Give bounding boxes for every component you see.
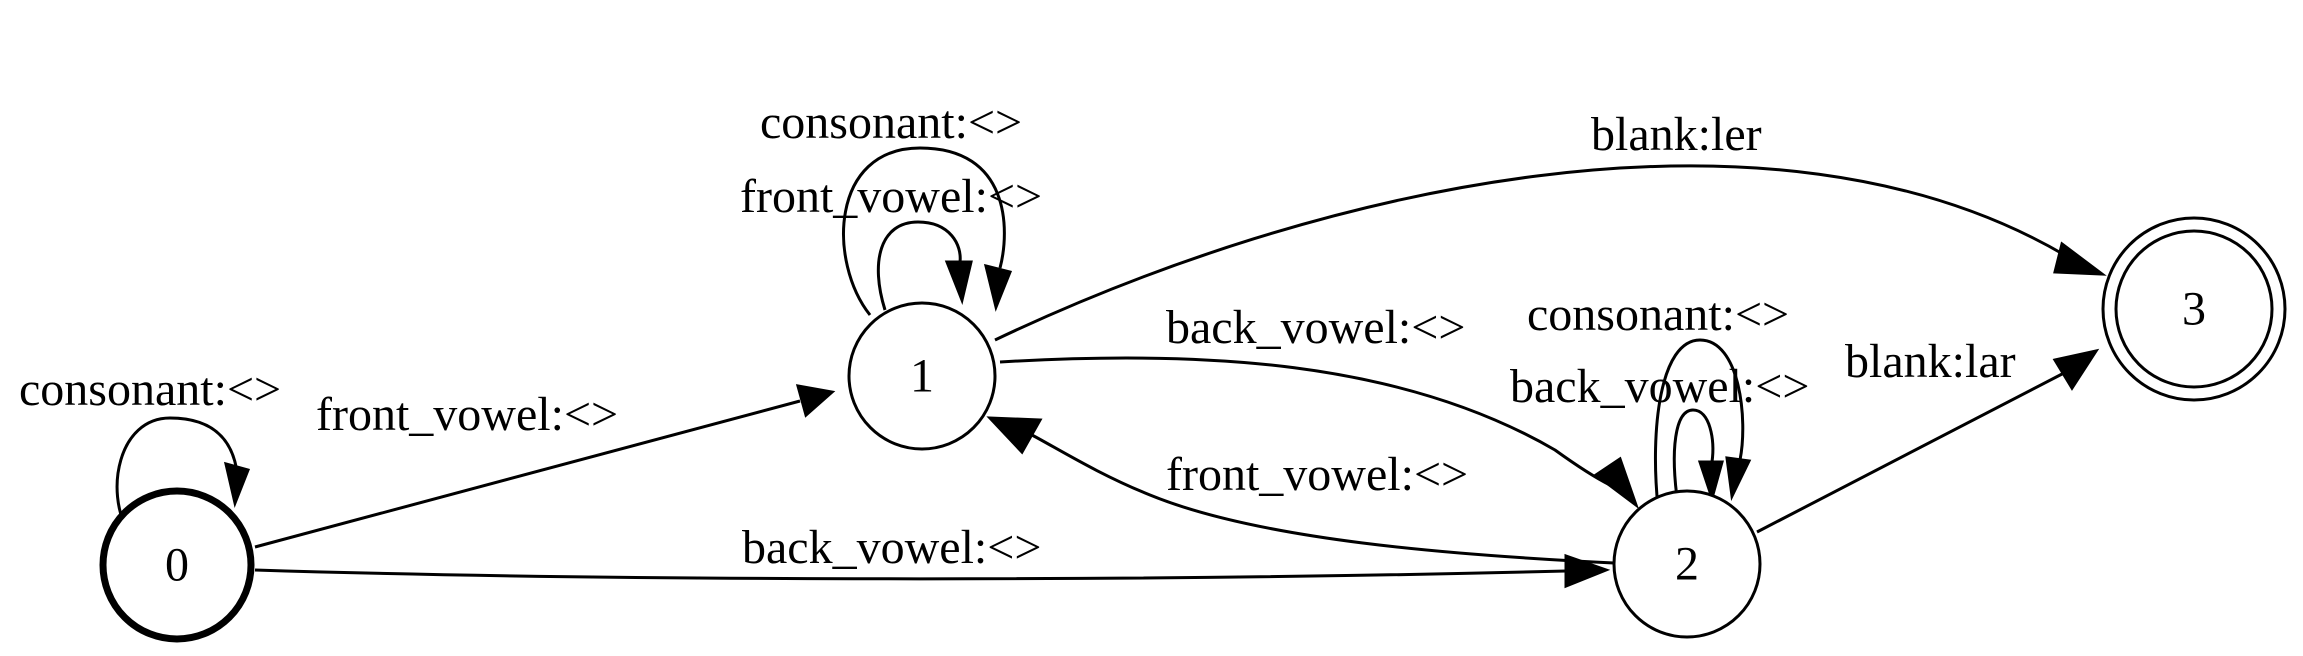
state-label: 2	[1675, 538, 1699, 591]
edge-label: consonant:<>	[760, 96, 1022, 149]
edge-2-1-front-vowel: front_vowel:<>	[986, 416, 1615, 565]
edge-1-1-front-vowel: front_vowel:<>	[740, 170, 1042, 311]
edge-1-2-back-vowel: back_vowel:<>	[999, 301, 1640, 510]
edge-label: back_vowel:<>	[1166, 301, 1465, 354]
edge-label: front_vowel:<>	[316, 388, 618, 441]
edge-2-2-back-vowel: back_vowel:<>	[1510, 360, 1809, 506]
state-1: 1	[847, 301, 997, 451]
edge-0-1-front-vowel: front_vowel:<>	[254, 384, 836, 549]
state-label: 1	[910, 350, 934, 403]
edge-label: blank:lar	[1845, 335, 2016, 388]
edge-label: consonant:<>	[1527, 288, 1789, 341]
edge-label: blank:ler	[1591, 108, 1762, 161]
edge-2-3-blank: blank:lar	[1756, 335, 2100, 534]
state-0: 0	[99, 487, 255, 643]
edge-0-0-consonant: consonant:<>	[19, 363, 281, 532]
edge-label: back_vowel:<>	[1510, 360, 1809, 413]
edge-label: back_vowel:<>	[742, 521, 1041, 574]
edge-0-2-back-vowel: back_vowel:<>	[254, 521, 1611, 589]
edge-label: front_vowel:<>	[1166, 448, 1468, 501]
edge-1-1-consonant: consonant:<>	[760, 96, 1022, 316]
state-label: 3	[2182, 283, 2206, 336]
edge-1-3-blank: blank:ler	[994, 108, 2107, 342]
edge-label: consonant:<>	[19, 363, 281, 416]
edge-label: front_vowel:<>	[740, 170, 1042, 223]
state-2: 2	[1612, 489, 1762, 639]
state-3: 3	[2101, 216, 2287, 402]
edge-2-2-consonant: consonant:<>	[1527, 288, 1789, 508]
state-label: 0	[165, 539, 189, 592]
